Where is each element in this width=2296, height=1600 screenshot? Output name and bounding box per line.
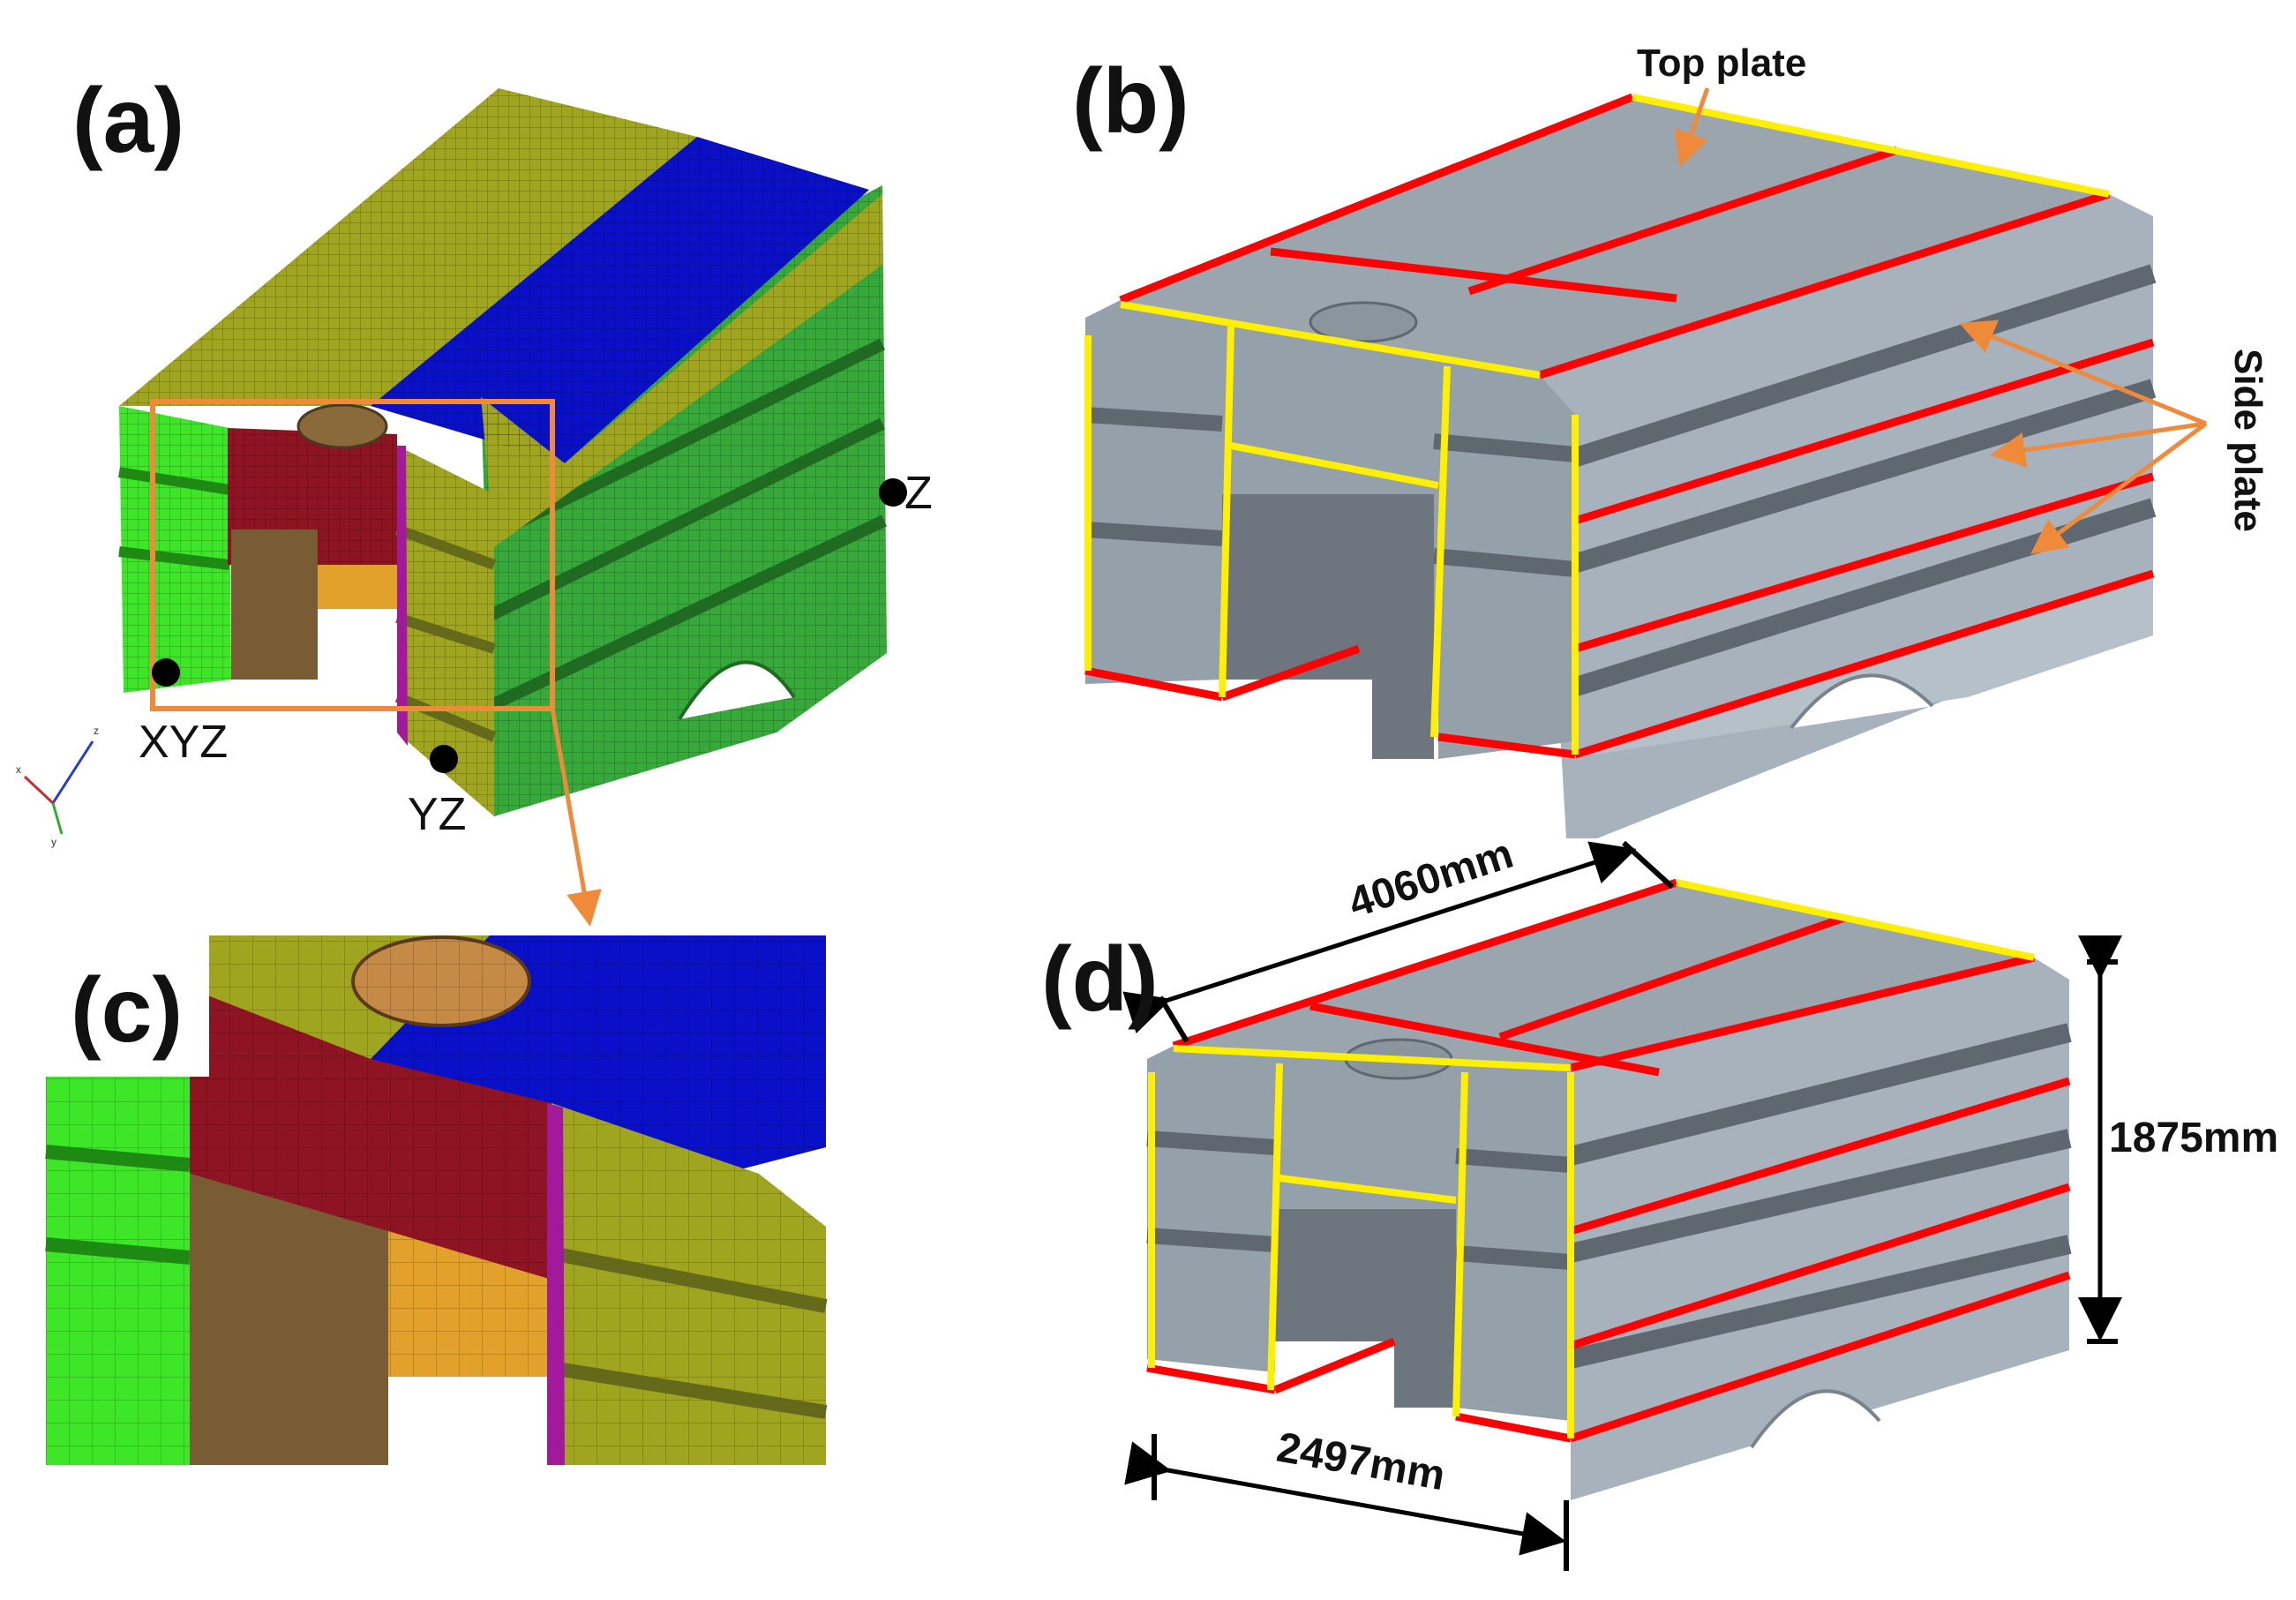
axis-triad: z x y: [16, 725, 99, 848]
constraint-point-xyz: [152, 658, 180, 687]
axis-label-y: y: [51, 836, 56, 848]
panel-c-zoom-detail: (c): [45, 935, 828, 1465]
constraint-label-xyz: XYZ: [139, 717, 228, 768]
panel-label-c: (c): [71, 959, 183, 1062]
callout-side-plate: Side plate: [2226, 349, 2270, 532]
axis-label-z: z: [94, 725, 99, 737]
edges-yellow: [1084, 94, 2110, 755]
panel-label-d: (d): [1041, 928, 1159, 1031]
constraint-point-yz: [430, 745, 458, 773]
dim-length-label: 4060mm: [1343, 830, 1519, 928]
zoom-inner-brown: [190, 1174, 388, 1465]
constraint-label-z: Z: [904, 468, 933, 519]
callout-top-plate-arrow: [1674, 87, 1710, 168]
cad-d-wheel-cutout: [1750, 1389, 1881, 1449]
panel-b-cad-model: Top plate Side plate (b): [1072, 41, 2270, 838]
callout-top-plate: Top plate: [1637, 41, 1806, 85]
panel-label-a: (a): [72, 70, 184, 172]
cad-roof-hatch: [1309, 301, 1418, 343]
dim-height: 1875mm: [2078, 935, 2278, 1344]
zoom-region-box: [150, 399, 555, 711]
edges-d-yellow: [1148, 879, 2035, 1438]
panel-d-cad-dimensions: 4060mm 1875mm 2497mm (d): [1041, 830, 2278, 1571]
dim-width: 2497mm: [1124, 1424, 1569, 1571]
axis-label-x: x: [16, 763, 21, 776]
roof-hatch: [296, 403, 388, 449]
panel-label-b: (b): [1072, 50, 1189, 153]
constraint-label-yz: YZ: [408, 789, 466, 840]
cad-d-side-groove: [1568, 1023, 2072, 1369]
constraint-point-z: [879, 478, 907, 507]
dim-width-label: 2497mm: [1273, 1424, 1448, 1500]
floor-orange: [318, 565, 397, 609]
wheel-cutout: [678, 660, 796, 721]
cad-wheel-cutout: [1790, 673, 1934, 730]
panel-a-fe-model: XYZ YZ Z z x y (a): [16, 70, 933, 927]
cad-d-side-face: [1571, 958, 2069, 1500]
callout-side-plate-arrows: [1959, 319, 2208, 554]
front-inner-brown: [231, 530, 318, 680]
edges-red: [1084, 93, 2155, 759]
zoom-arrow: [550, 708, 602, 927]
dim-height-label: 1875mm: [2109, 1115, 2278, 1161]
